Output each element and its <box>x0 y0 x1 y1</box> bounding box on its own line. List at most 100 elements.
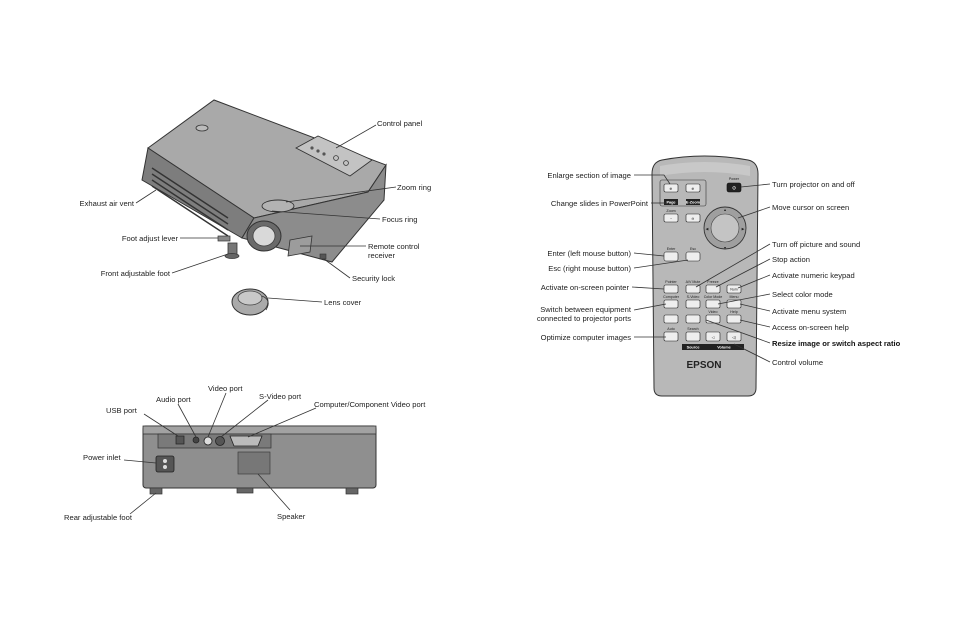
security-lock-slot <box>319 253 327 260</box>
remote-label-num-callout: Activate numeric keypad <box>772 271 855 280</box>
remote-label-computer: Computer <box>663 295 680 299</box>
security-lock-label: Security lock <box>352 274 395 283</box>
exhaust-vent-label: Exhaust air vent <box>80 199 135 208</box>
remote-btn-volume-down <box>705 331 721 342</box>
remote-label-slides-callout: Change slides in PowerPoint <box>551 199 649 208</box>
exhaust-vent-grille <box>151 167 229 237</box>
indicator-lens <box>195 124 209 132</box>
rear-foot-right <box>345 487 359 495</box>
remote-label-enlarge-callout: Enlarge section of image <box>547 171 631 180</box>
video-port <box>203 436 213 446</box>
remote-label-colormode-callout: Select color mode <box>772 290 833 299</box>
remote-label-power: Power <box>729 177 740 181</box>
power-inlet <box>155 455 175 473</box>
remote-label-volume-callout: Control volume <box>772 358 823 367</box>
remote-label-cursor-callout: Move cursor on screen <box>772 203 849 212</box>
remote-btn-auto <box>663 331 679 342</box>
foot-adjust-lever <box>217 235 231 242</box>
computer-port-label: Computer/Component Video port <box>314 400 426 409</box>
rear-panel-illustration <box>142 425 377 495</box>
remote-label-switch-callout-1: Switch between equipment <box>540 305 632 314</box>
remote-label-help: Help <box>730 310 737 314</box>
svg-text:⊕: ⊕ <box>691 187 694 191</box>
remote-label-esc: Esc <box>690 247 696 251</box>
svg-text:◀: ◀ <box>706 227 709 231</box>
remote-btn-enlarge <box>663 183 679 193</box>
remote-btn-ezoom-plus <box>685 183 701 193</box>
remote-label-enter: Enter <box>667 247 676 251</box>
remote-label-video: Video <box>708 310 717 314</box>
svg-text:⊖: ⊖ <box>691 217 694 221</box>
remote-label-optimize-callout: Optimize computer images <box>541 333 632 342</box>
projector-illustration <box>141 99 387 316</box>
control-panel-buttons <box>310 146 349 166</box>
remote-label-search: Search <box>687 327 698 331</box>
audio-port <box>192 436 200 444</box>
computer-port <box>229 435 263 447</box>
remote-control-illustration: ⊕ ⊕ Page E-Zoom − ⊖ Zoom Power ⏻ ▲ ▼ ◀ ▶… <box>651 155 759 397</box>
remote-btn-pointer <box>663 284 679 294</box>
remote-btn-resize <box>663 314 679 324</box>
remote-btn-colormode <box>705 299 721 309</box>
remote-label-resize-callout: Resize image or switch aspect ratio <box>772 339 901 348</box>
remote-label-avmute-callout: Turn off picture and sound <box>772 240 860 249</box>
remote-btn-power <box>726 182 742 193</box>
svg-text:▼: ▼ <box>723 246 727 250</box>
projector-leaders <box>135 124 397 303</box>
remote-label-avmute: A/V Mute <box>686 280 701 284</box>
audio-port-label: Audio port <box>156 395 192 404</box>
remote-brand-logo: EPSON <box>686 360 721 371</box>
svg-text:⊕: ⊕ <box>669 187 672 191</box>
remote-label-switch-callout-2: connected to projector ports <box>537 314 631 323</box>
remote-label-menu-callout: Activate menu system <box>772 307 846 316</box>
rear-foot-left <box>149 487 163 495</box>
remote-label-menu: Menu <box>730 295 739 299</box>
svg-text:▲: ▲ <box>723 208 727 212</box>
svg-text:◁): ◁) <box>732 336 736 340</box>
remote-btn-num <box>726 284 742 294</box>
svg-text:−: − <box>670 217 672 221</box>
remote-btn-video <box>705 314 721 324</box>
zoom-ring-label: Zoom ring <box>397 183 431 192</box>
remote-label-svideo: S-Video <box>687 295 700 299</box>
control-panel-label: Control panel <box>377 119 422 128</box>
svideo-port-label: S-Video port <box>259 392 302 401</box>
remote-label-source: Source <box>687 346 700 350</box>
remote-label-num: Num <box>730 288 738 292</box>
front-foot-label: Front adjustable foot <box>101 269 171 278</box>
remote-label-freeze-callout: Stop action <box>772 255 810 264</box>
usb-port-label: USB port <box>106 406 138 415</box>
remote-btn-help <box>726 314 742 324</box>
remote-label-pointer: Pointer <box>665 280 677 284</box>
rear-leaders <box>123 392 317 515</box>
power-inlet-label: Power inlet <box>83 453 121 462</box>
foot-lever-label: Foot adjust lever <box>122 234 179 243</box>
rear-foot-center <box>236 487 254 494</box>
remote-btn-search <box>685 331 701 342</box>
video-port-label: Video port <box>208 384 243 393</box>
remote-label-esc-callout: Esc (right mouse button) <box>548 264 631 273</box>
remote-btn-svideo <box>685 299 701 309</box>
remote-label-freeze: Freeze <box>707 280 718 284</box>
svg-text:◁: ◁ <box>712 336 715 340</box>
remote-receiver-label-2: receiver <box>368 251 395 260</box>
remote-leaders <box>631 174 771 363</box>
lens-cover-illustration <box>231 288 269 316</box>
remote-btn-extra <box>685 314 701 324</box>
rear-foot-label: Rear adjustable foot <box>64 513 133 522</box>
remote-label-enter-callout: Enter (left mouse button) <box>547 249 631 258</box>
speaker-label: Speaker <box>277 512 306 521</box>
remote-label-colormode: Color Mode <box>704 295 723 299</box>
remote-btn-volume-up <box>726 331 742 342</box>
remote-receiver-label-1: Remote control <box>368 242 420 251</box>
svg-text:▶: ▶ <box>742 227 745 231</box>
lens-cover-label: Lens cover <box>324 298 362 307</box>
control-panel-area <box>295 135 373 177</box>
remote-label-page: Page <box>666 201 675 205</box>
remote-btn-ezoom-minus <box>685 213 701 223</box>
remote-label-ezoom: E-Zoom <box>686 201 701 205</box>
s-video-port <box>215 436 225 446</box>
remote-label-volume: Volume <box>717 346 730 350</box>
remote-label-zoom: Zoom <box>666 209 675 213</box>
focus-ring-label: Focus ring <box>382 215 417 224</box>
